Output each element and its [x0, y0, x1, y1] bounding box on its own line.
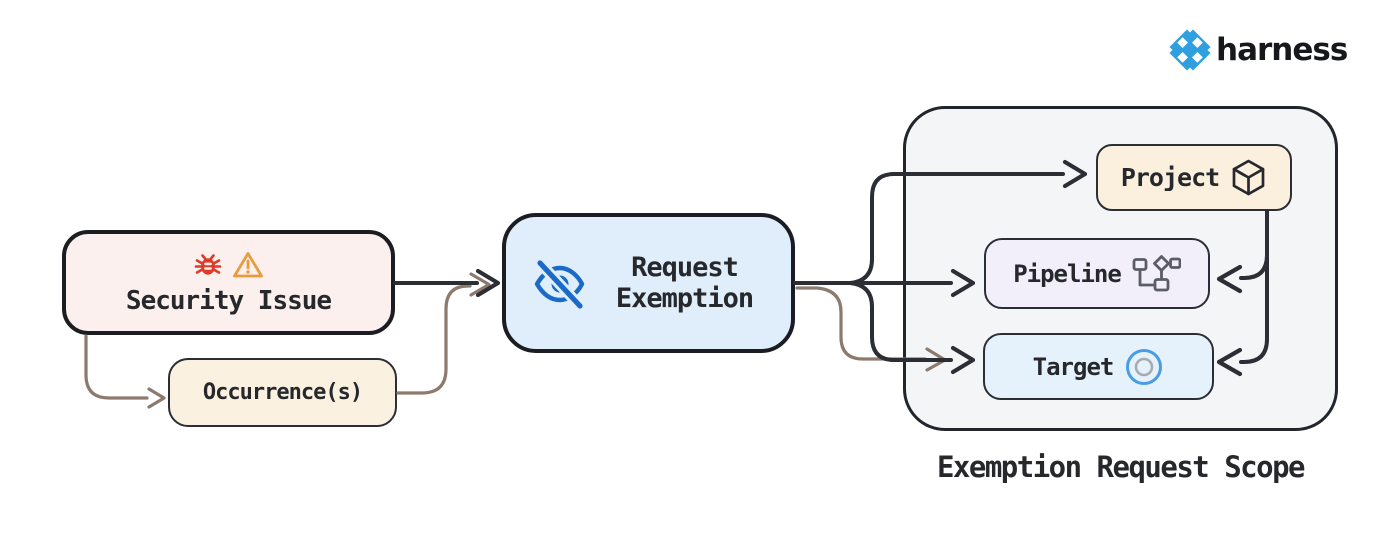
target-label: Target: [1032, 352, 1115, 381]
security-issue-label: Security Issue: [125, 286, 332, 316]
arrowhead-request: [475, 268, 501, 298]
harness-logo-text: harness: [1216, 32, 1348, 68]
harness-logo-icon: [1168, 28, 1212, 72]
pipeline-label: Pipeline: [1013, 259, 1122, 288]
edge-security-to-occurrences: [84, 334, 149, 400]
package-icon: [1232, 159, 1265, 196]
arrowhead-occurrences: [147, 387, 166, 409]
scope-title: Exemption Request Scope: [936, 450, 1306, 484]
pipeline-icon: [1132, 255, 1181, 292]
warning-icon: [233, 252, 263, 278]
eye-off-icon: [534, 257, 585, 311]
target-icon: [1126, 348, 1163, 385]
node-security-issue: Security Issue: [62, 230, 395, 335]
security-issue-icons: [193, 249, 264, 281]
node-target: Target: [983, 333, 1214, 400]
request-exemption-label: Request Exemption: [615, 251, 754, 314]
node-request-exemption: Request Exemption: [502, 213, 795, 353]
node-project: Project: [1096, 144, 1292, 211]
occurrences-label: Occurrence(s): [202, 380, 363, 405]
node-occurrences: Occurrence(s): [168, 358, 397, 427]
edge-occurrences-to-request: [396, 284, 472, 395]
node-pipeline: Pipeline: [984, 238, 1210, 309]
arrowhead-request-brown: [469, 272, 491, 297]
scope-container: Project Pipeline: [903, 106, 1338, 431]
project-label: Project: [1120, 163, 1220, 192]
bug-icon: [194, 254, 222, 275]
harness-logo: harness: [1168, 28, 1348, 72]
